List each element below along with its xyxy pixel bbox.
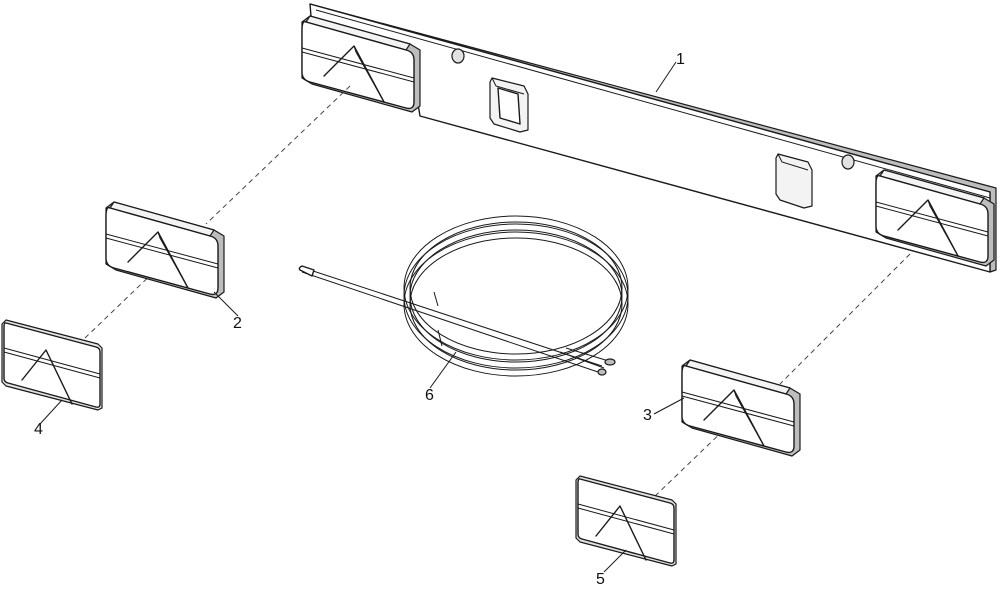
callout-3: 3 xyxy=(643,407,652,424)
callout-1: 1 xyxy=(676,51,685,68)
cable-clip-left xyxy=(489,77,529,133)
mounting-bar xyxy=(301,3,997,273)
cable-clip-right xyxy=(775,153,813,209)
callout-4: 4 xyxy=(34,421,43,438)
cable-coil xyxy=(298,215,629,377)
lamp-housing-right xyxy=(681,359,801,457)
leader-lines xyxy=(39,61,685,573)
callout-2: 2 xyxy=(233,315,242,332)
lens-cover-left xyxy=(1,319,103,411)
mounting-hole-left xyxy=(451,48,465,64)
callout-6: 6 xyxy=(425,387,434,404)
lens-cover-right xyxy=(575,475,677,567)
lamp-housing-left xyxy=(105,201,225,299)
mounting-hole-right xyxy=(841,154,855,170)
callout-5: 5 xyxy=(596,571,605,588)
